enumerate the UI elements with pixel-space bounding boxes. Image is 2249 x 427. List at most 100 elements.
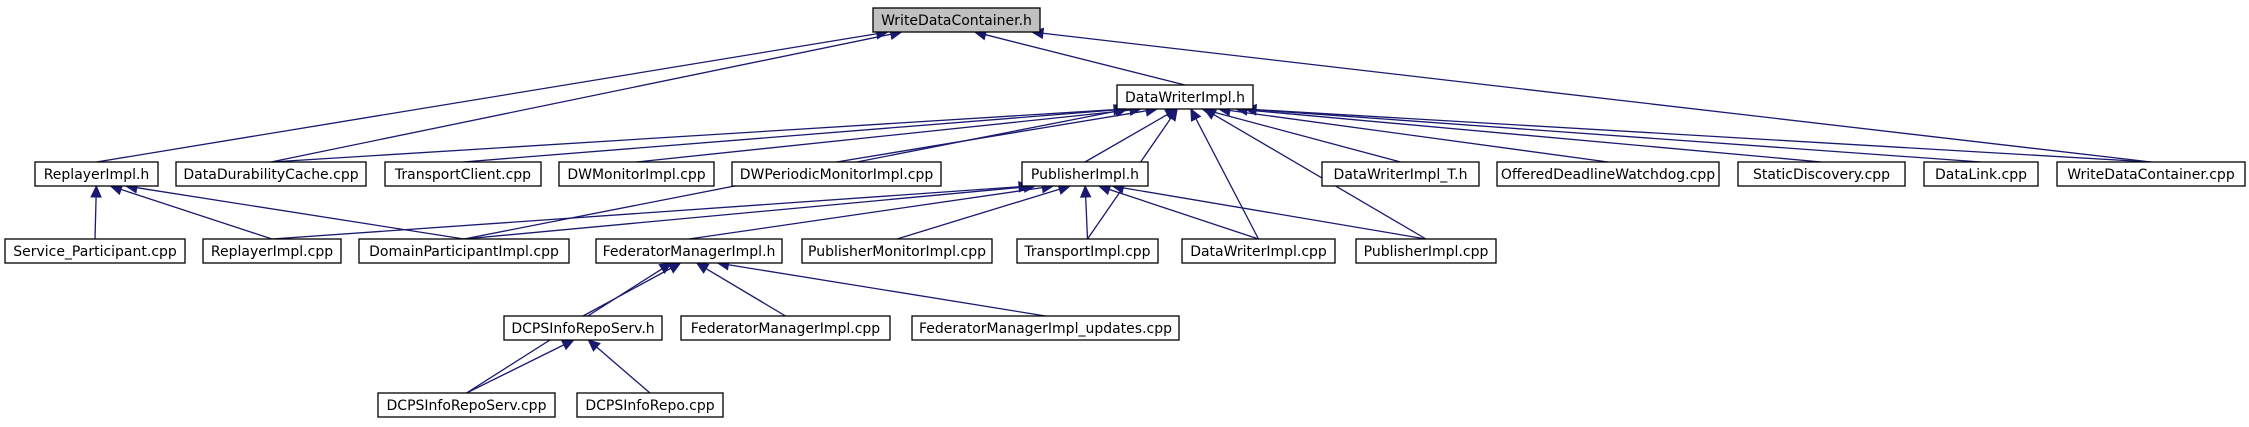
node-irs-cpp[interactable]: DCPSInfoRepoServ.cpp: [377, 392, 556, 418]
node-box: [4, 238, 186, 264]
node-ir-cpp[interactable]: DCPSInfoRepo.cpp: [576, 392, 724, 418]
node-rep-cpp[interactable]: ReplayerImpl.cpp: [202, 238, 342, 264]
graph-edges: [90, 27, 2152, 394]
node-label: StaticDiscovery.cpp: [1753, 167, 1890, 183]
node-fmi-cpp[interactable]: FederatorManagerImpl.cpp: [680, 315, 891, 341]
edge-dl_cpp-to-dwi_h: [1243, 104, 1982, 163]
node-box: [358, 238, 570, 264]
node-pub-cpp[interactable]: PublisherImpl.cpp: [1355, 238, 1497, 264]
node-box: [1737, 161, 1906, 187]
arrowhead-icon: [658, 262, 673, 275]
node-box: [1496, 161, 1720, 187]
edge-line: [1212, 111, 1401, 163]
edge-line: [636, 109, 1131, 163]
node-label: DWPeriodicMonitorImpl.cpp: [740, 167, 934, 183]
node-label: FederatorManagerImpl.h: [603, 244, 776, 260]
edge-line: [596, 346, 651, 394]
edge-rep_cpp-to-rep_h: [109, 184, 273, 240]
node-box: [558, 161, 715, 187]
node-label: DCPSInfoRepoServ.h: [511, 321, 654, 337]
node-rep-h[interactable]: ReplayerImpl.h: [34, 161, 159, 187]
edge-line: [1229, 109, 1609, 163]
node-dwit-h[interactable]: DataWriterImpl_T.h: [1321, 161, 1480, 187]
node-fmi-h[interactable]: FederatorManagerImpl.h: [595, 238, 783, 264]
node-sp-cpp[interactable]: Service_Participant.cpp: [4, 238, 186, 264]
edge-line: [1255, 108, 2152, 163]
node-label: DataWriterImpl.h: [1125, 90, 1245, 106]
node-label: DCPSInfoRepoServ.cpp: [387, 398, 547, 414]
edge-line: [688, 186, 1043, 240]
node-box: [801, 238, 993, 264]
edge-ti_cpp-to-pub_h: [1079, 184, 1092, 240]
node-root[interactable]: WriteDataContainer.h: [872, 7, 1041, 33]
edge-ddc_cpp-to-dwi_h: [270, 103, 1127, 163]
node-ddc-cpp[interactable]: DataDurabilityCache.cpp: [175, 161, 367, 187]
node-dwm-cpp[interactable]: DWMonitorImpl.cpp: [558, 161, 715, 187]
node-box: [1016, 238, 1159, 264]
edge-line: [466, 344, 565, 394]
edge-sp_cpp-to-rep_h: [90, 184, 102, 240]
node-label: Service_Participant.cpp: [13, 244, 177, 260]
arrowhead-icon: [1190, 107, 1202, 122]
node-label: ReplayerImpl.h: [44, 167, 150, 183]
node-box: [911, 315, 1180, 341]
node-box: [34, 161, 159, 187]
edge-dwi_cpp-to-dwi_h: [1190, 107, 1260, 240]
node-dl-cpp[interactable]: DataLink.cpp: [1923, 161, 2039, 187]
node-dwi-h[interactable]: DataWriterImpl.h: [1116, 84, 1254, 110]
edge-line: [1109, 188, 1259, 240]
node-box: [1355, 238, 1497, 264]
edge-line: [1195, 118, 1260, 240]
node-label: PublisherImpl.h: [1031, 167, 1139, 183]
node-fmiu-cpp[interactable]: FederatorManagerImpl_updates.cpp: [911, 315, 1180, 341]
node-ti-cpp[interactable]: TransportImpl.cpp: [1016, 238, 1159, 264]
node-pub-h[interactable]: PublisherImpl.h: [1021, 161, 1149, 187]
node-box: [576, 392, 724, 418]
node-sd-cpp[interactable]: StaticDiscovery.cpp: [1737, 161, 1906, 187]
node-pmi-cpp[interactable]: PublisherMonitorImpl.cpp: [801, 238, 993, 264]
edge-line: [705, 268, 786, 317]
node-dwp-cpp[interactable]: DWPeriodicMonitorImpl.cpp: [731, 161, 942, 187]
node-wdc-cpp[interactable]: WriteDataContainer.cpp: [2056, 161, 2246, 187]
node-tc-cpp[interactable]: TransportClient.cpp: [384, 161, 542, 187]
node-box: [2056, 161, 2246, 187]
node-irs-h[interactable]: DCPSInfoRepoServ.h: [503, 315, 663, 341]
arrowhead-icon: [587, 339, 601, 352]
node-label: PublisherImpl.cpp: [1364, 244, 1489, 260]
node-box: [175, 161, 367, 187]
arrowhead-icon: [1165, 108, 1178, 122]
edge-ir_cpp-to-irs_h: [587, 339, 651, 394]
node-label: DWMonitorImpl.cpp: [567, 167, 705, 183]
edge-line: [728, 264, 1046, 317]
node-label: PublisherMonitorImpl.cpp: [808, 244, 986, 260]
edge-line: [463, 186, 1025, 240]
node-label: FederatorManagerImpl.cpp: [691, 321, 880, 337]
node-box: [1181, 238, 1336, 264]
edge-line: [1246, 109, 1822, 163]
node-box: [680, 315, 891, 341]
node-odw-cpp[interactable]: OfferedDeadlineWatchdog.cpp: [1496, 161, 1720, 187]
node-box: [1923, 161, 2039, 187]
node-box: [731, 161, 942, 187]
edge-line: [582, 267, 672, 317]
edge-line: [1042, 32, 2152, 163]
node-dwi-cpp[interactable]: DataWriterImpl.cpp: [1181, 238, 1336, 264]
edge-line: [94, 196, 97, 240]
edge-line: [836, 110, 1147, 163]
edge-line: [270, 109, 1115, 163]
edge-fmi_cpp-to-fmi_h: [695, 262, 786, 317]
edge-rep_cpp-to-pub_h: [271, 181, 1032, 240]
graph-nodes: WriteDataContainer.hDataWriterImpl.hRepl…: [4, 7, 2246, 418]
node-label: WriteDataContainer.cpp: [2067, 167, 2235, 183]
arrowhead-icon: [560, 339, 575, 351]
edge-line: [1084, 113, 1168, 163]
edge-line: [1213, 114, 1427, 240]
arrowhead-icon: [695, 262, 710, 274]
edge-line: [1085, 196, 1089, 240]
node-label: WriteDataContainer.h: [881, 13, 1032, 29]
node-label: DataWriterImpl.cpp: [1190, 244, 1327, 260]
node-dpi-cpp[interactable]: DomainParticipantImpl.cpp: [358, 238, 570, 264]
node-label: ReplayerImpl.cpp: [211, 244, 333, 260]
node-label: TransportClient.cpp: [394, 167, 531, 183]
